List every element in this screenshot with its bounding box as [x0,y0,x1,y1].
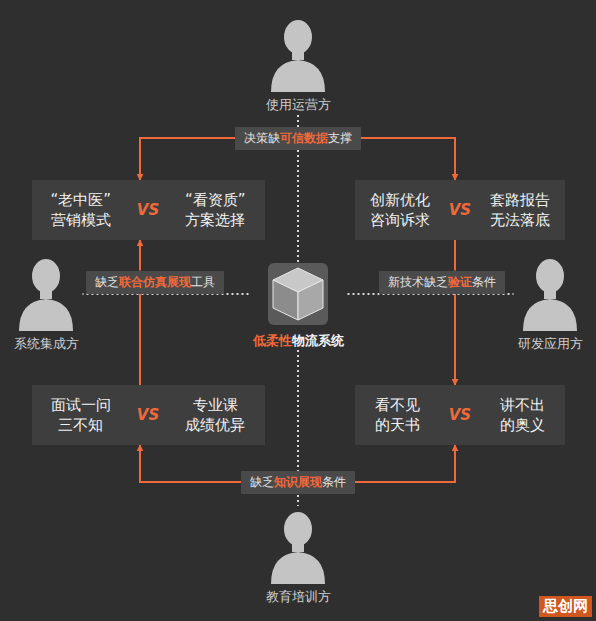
contrast-box: “老中医” 营销模式 VS “看资质” 方案选择 [32,180,265,240]
shoulders [271,60,325,92]
watermark: 思创网 [539,596,592,617]
contrast-text: 专业课 成绩优异 [185,395,245,436]
contrast-text: “老中医” 营销模式 [50,190,111,231]
flow-arrow [140,138,235,180]
flow-arrow [454,240,456,271]
contrast-text: 创新优化 咨询诉求 [370,190,430,231]
head [284,20,312,54]
highlight-text: 知识展现 [274,475,322,489]
plain-text: 缺乏 [250,475,274,489]
stakeholder-node: 使用运营方 [262,14,335,114]
contrast-box: 创新优化 咨询诉求 VS 套路报告 无法落底 [355,180,565,240]
plain-text: 工具 [191,275,215,289]
plain-text: 新技术缺乏 [388,275,448,289]
plain-text: 条件 [322,475,346,489]
issue-text: 新技术缺乏验证条件 [388,275,496,289]
shoulders [523,299,577,331]
contrast-text: 套路报告 无法落底 [490,190,550,231]
issue-text: 缺乏知识展现条件 [250,475,346,489]
plain-text: 支撑 [328,131,352,145]
cube-face [298,280,323,320]
head [536,259,564,293]
core-system-node: 低柔性物流系统 [249,262,348,350]
flow-arrow [454,294,456,386]
stakeholder-label: 研发应用方 [518,335,583,353]
issue-tag: 新技术缺乏验证条件 [379,271,505,294]
stakeholder-node: 系统集成方 [10,253,83,353]
cube-face [273,280,298,320]
contrast-text: 讲不出 的奥义 [500,395,545,436]
shoulders [271,552,325,584]
contrast-text: “看资质” 方案选择 [185,190,246,231]
cube-backplate [268,263,328,325]
issue-text: 决策缺可信数据支撑 [244,131,352,145]
highlight-text: 可信数据 [280,131,328,145]
contrast-text: 看不见 的天书 [375,395,420,436]
head [284,512,312,546]
contrast-box: 看不见 的天书 VS 讲不出 的奥义 [355,385,565,445]
neck [292,50,304,60]
vs-mark: VS [137,201,159,219]
stakeholder-label: 教育培训方 [266,588,331,606]
vs-mark: VS [449,201,471,219]
contrast-box: 面试一问 三不知 VS 专业课 成绩优异 [32,385,265,445]
flow-arrow [355,445,455,482]
neck [40,289,52,299]
vs-mark: VS [137,406,159,424]
stakeholder-label: 系统集成方 [14,335,79,353]
issue-tag: 缺乏联合仿真展现工具 [86,271,224,294]
plain-text: 条件 [472,275,496,289]
plain-text: 决策缺 [244,131,280,145]
stakeholder-node: 研发应用方 [514,253,587,353]
core-system-label: 低柔性物流系统 [253,332,344,350]
person-silhouette [268,506,328,584]
shoulders [19,299,73,331]
person-silhouette [520,253,580,331]
neck [292,542,304,552]
person-silhouette [268,14,328,92]
flow-arrow [139,294,141,386]
flow-arrow [361,138,455,180]
issue-tag: 决策缺可信数据支撑 [235,127,361,150]
flow-arrow [139,240,141,271]
vs-mark: VS [449,406,471,424]
highlight-text: 低柔性 [253,333,292,348]
neck [544,289,556,299]
issue-text: 缺乏联合仿真展现工具 [95,275,215,289]
flow-arrow [140,445,241,482]
cube-icon [267,262,329,326]
highlight-text: 联合仿真展现 [119,275,191,289]
issue-tag: 缺乏知识展现条件 [241,471,355,494]
highlight-text: 验证 [448,275,472,289]
contrast-text: 面试一问 三不知 [51,395,111,436]
stakeholder-label: 使用运营方 [266,96,331,114]
person-silhouette [16,253,76,331]
stakeholder-node: 教育培训方 [262,506,335,606]
plain-text: 物流系统 [292,333,344,348]
head [32,259,60,293]
plain-text: 缺乏 [95,275,119,289]
